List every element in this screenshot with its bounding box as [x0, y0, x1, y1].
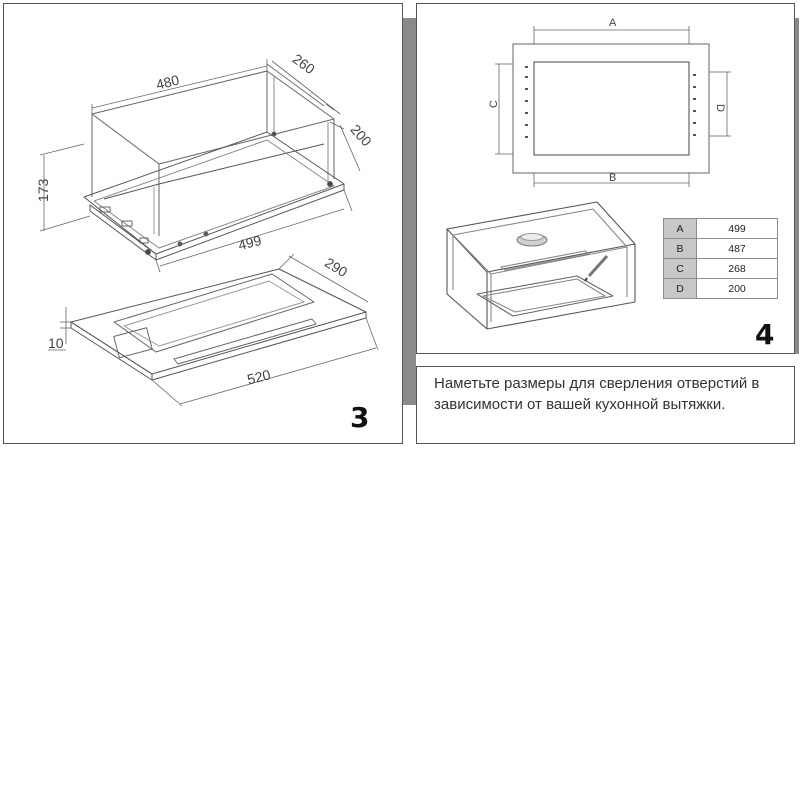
- table-row: C 268: [663, 258, 778, 279]
- label-b: B: [609, 172, 616, 184]
- table-key: C: [663, 258, 697, 279]
- dim-173: 173: [35, 178, 51, 202]
- figure-4-panel: A B C D 4 A: [416, 3, 795, 354]
- label-c: C: [488, 100, 500, 108]
- dim-480: 480: [154, 71, 181, 92]
- mounting-frame-outline: [83, 131, 345, 261]
- frame-brackets: [99, 131, 333, 255]
- figure-3-drawing: 480 260 200 173 499 290 10 520 3: [35, 50, 379, 434]
- figure-4-drawing: A B C D 4: [446, 17, 774, 351]
- table-row: A 499: [663, 218, 778, 239]
- dim-520: 520: [246, 366, 273, 387]
- divider-strip: [403, 18, 416, 405]
- label-a: A: [609, 17, 617, 29]
- divider-strip-right: [795, 18, 799, 354]
- table-value: 200: [696, 278, 778, 299]
- vent-opening-inner: [520, 233, 544, 241]
- glass-panel-outline: [70, 268, 367, 381]
- dim-260: 260: [290, 50, 318, 77]
- step-number-4: 4: [755, 318, 774, 351]
- table-value: 487: [696, 238, 778, 259]
- dim-290: 290: [322, 254, 350, 280]
- table-value: 268: [696, 258, 778, 279]
- table-row: B 487: [663, 238, 778, 259]
- dimensions-table: A 499 B 487 C 268 D 200: [663, 218, 778, 299]
- template-dimension-lines: [495, 26, 731, 187]
- dim-200: 200: [347, 121, 375, 149]
- hood-body-outline: [91, 70, 335, 236]
- cabinet-sketch: [446, 201, 636, 330]
- dim-10: 10: [48, 335, 64, 351]
- instruction-text: Наметьте размеры для сверления отверстий…: [434, 375, 760, 413]
- cutout-template: [512, 43, 710, 174]
- table-key: B: [663, 238, 697, 259]
- instruction-note: Наметьте размеры для сверления отверстий…: [416, 366, 795, 444]
- table-value: 499: [696, 218, 778, 239]
- figure-3-panel: 480 260 200 173 499 290 10 520 3: [3, 3, 403, 444]
- label-d: D: [714, 104, 726, 112]
- pencil-icon: [584, 254, 609, 282]
- step-number-3: 3: [350, 401, 369, 434]
- table-key: D: [663, 278, 697, 299]
- dim-499: 499: [236, 232, 263, 253]
- table-key: A: [663, 218, 697, 239]
- table-row: D 200: [663, 278, 778, 299]
